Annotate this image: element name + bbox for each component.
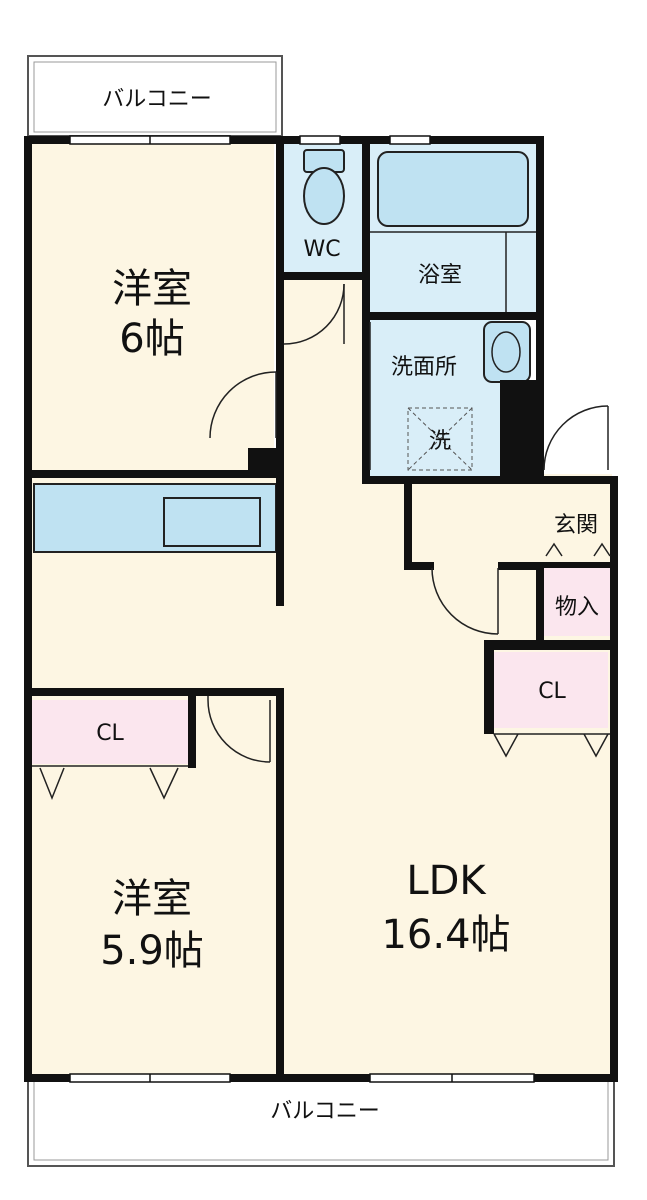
closet-right-area [492,652,608,728]
western-room-top-floor [32,142,274,474]
wc-label: WC [303,237,340,262]
walls [24,136,618,1082]
closet-left-label: CL [96,721,124,746]
storage-label: 物入 [555,595,599,620]
washroom-floor [370,320,500,476]
toilet-bowl [303,167,345,225]
ldk-name: LDK [406,858,487,904]
closet-right-label: CL [538,679,566,704]
balcony-top-label: バルコニー [102,87,212,112]
western-room-top-name: 洋室 [112,266,192,312]
western-room-bottom-name: 洋室 [112,876,192,922]
ldk-size: 16.4帖 [381,912,510,958]
bathtub [377,151,529,227]
doors [32,283,611,801]
bath-label: 浴室 [418,263,462,288]
washroom-label: 洗面所 [391,355,457,380]
entrance-label: 玄関 [554,513,598,538]
kitchen-sink [163,497,261,547]
western-room-top-size: 6帖 [119,316,184,362]
balcony-bottom [27,1079,615,1167]
windows [69,135,535,1083]
balcony-bottom-label: バルコニー [270,1099,380,1124]
closet-left-area [32,700,188,764]
balcony-top [27,55,283,137]
washer-label: 洗 [429,429,451,454]
storage-area [544,568,610,636]
washer-pan [407,407,473,471]
wash-basin [483,321,531,383]
western-room-bottom-size: 5.9帖 [100,928,204,974]
